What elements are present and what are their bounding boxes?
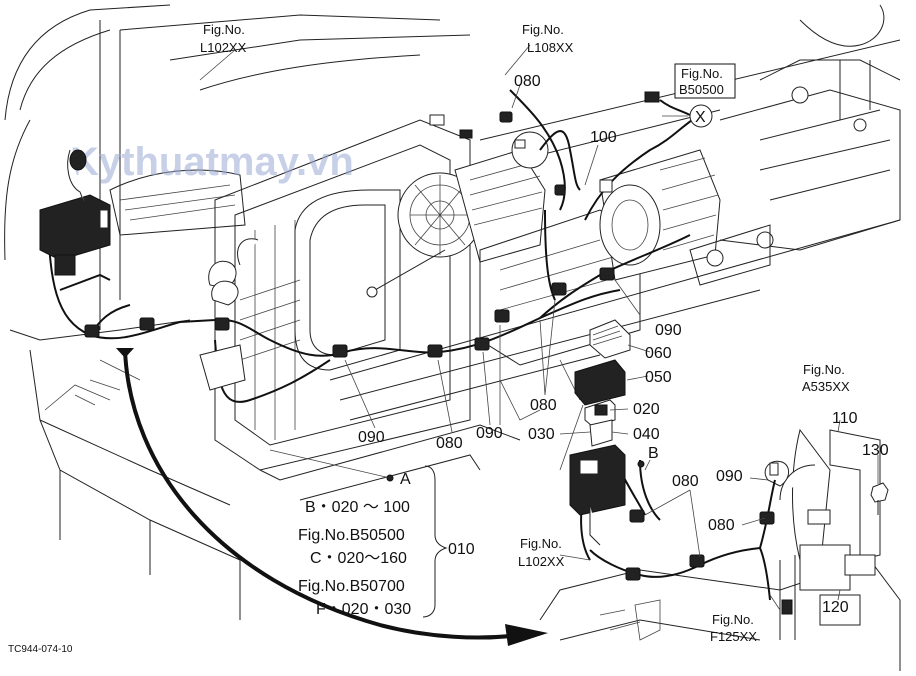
- callout-050: 050: [645, 369, 672, 386]
- fig-ref-l102-bottom-line2: L102XX: [518, 554, 565, 569]
- legend-fig-b50500: Fig.No.B50500: [298, 527, 405, 544]
- marker-b-label: B: [648, 445, 659, 462]
- marker-a-dot: [386, 474, 394, 482]
- fig-ref-l102-top-line1: Fig.No.: [203, 22, 245, 37]
- callout-080-bottom-center: 080: [436, 435, 463, 452]
- fuse-box-left: [39, 149, 111, 276]
- fig-ref-f125: Fig.No. F125XX: [710, 612, 757, 644]
- leader-lines: [199, 44, 879, 611]
- fig-ref-a535: Fig.No. A535XX: [802, 362, 850, 394]
- callout-100: 100: [590, 129, 617, 146]
- legend-fig-b50700: Fig.No.B50700: [298, 578, 405, 595]
- callout-090-bottom-left: 090: [358, 429, 385, 446]
- fig-ref-b50500-line2: B50500: [679, 82, 724, 97]
- fig-ref-b50500-line1: Fig.No.: [681, 66, 723, 81]
- callout-090-right-2: 090: [716, 468, 743, 485]
- callout-020: 020: [633, 401, 660, 418]
- fig-ref-a535-line2: A535XX: [802, 379, 850, 394]
- callout-080-right-3: 080: [708, 517, 735, 534]
- fig-ref-l102-top: Fig.No. L102XX: [200, 22, 247, 55]
- legend-c-range: C・020～160: [310, 550, 407, 567]
- marker-x: X: [689, 104, 713, 128]
- relay-parts-exploded: [559, 319, 631, 546]
- direction-arrow: [116, 348, 548, 646]
- marker-b: B: [637, 445, 659, 468]
- callout-120: 120: [822, 599, 849, 616]
- fig-ref-a535-line1: Fig.No.: [803, 362, 845, 377]
- fig-ref-f125-line1: Fig.No.: [712, 612, 754, 627]
- fig-ref-l108: Fig.No. L108XX: [522, 22, 574, 55]
- callouts: 080 100 090 060 050 080 020 030 040 090 …: [358, 73, 889, 616]
- callout-080-top: 080: [514, 73, 541, 90]
- fig-ref-b50500: Fig.No. B50500: [674, 63, 736, 99]
- callout-080-right-1: 080: [672, 473, 699, 490]
- callout-090-bottom-center: 090: [476, 425, 503, 442]
- legend-f-range: F・020・030: [316, 601, 411, 618]
- drawing-code: TC944-074-10: [8, 644, 73, 655]
- fig-ref-l108-line2: L108XX: [527, 40, 574, 55]
- fig-ref-l102-bottom-line1: Fig.No.: [520, 536, 562, 551]
- fig-ref-l108-line1: Fig.No.: [522, 22, 564, 37]
- callout-090-right: 090: [655, 322, 682, 339]
- callout-010: 010: [448, 541, 475, 558]
- callout-060: 060: [645, 345, 672, 362]
- callout-040: 040: [633, 426, 660, 443]
- fig-ref-l102-bottom: Fig.No. L102XX: [518, 536, 565, 569]
- wire-harness: [47, 89, 776, 601]
- legend-a: A: [400, 471, 411, 488]
- legend-block: A B・020 ～ 100 Fig.No.B50500 C・020～160 Fi…: [298, 465, 475, 618]
- legend-b-range: B・020 ～ 100: [305, 499, 410, 516]
- fig-ref-f125-line2: F125XX: [710, 629, 757, 644]
- marker-x-label: X: [695, 109, 706, 126]
- callout-030: 030: [528, 426, 555, 443]
- machine-body-lineart: [4, 4, 901, 671]
- callout-080-mid: 080: [530, 397, 557, 414]
- watermark: Kythuatmay.vn: [70, 140, 354, 184]
- callout-130: 130: [862, 442, 889, 459]
- fig-ref-l102-top-line2: L102XX: [200, 40, 247, 55]
- callout-110: 110: [832, 410, 858, 427]
